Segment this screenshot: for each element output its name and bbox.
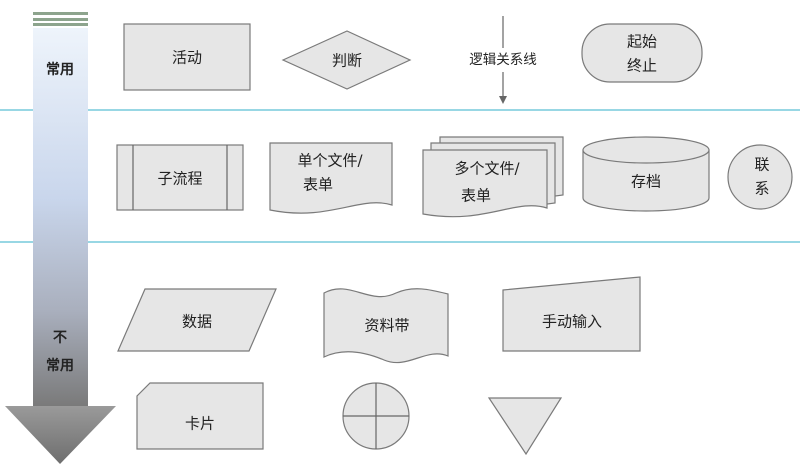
connector-label-1: 联: [754, 156, 769, 174]
shape-summing-junction: [342, 382, 410, 450]
frequency-arrow: [5, 12, 116, 464]
shape-merge-triangle: [487, 397, 563, 456]
label-uncommon-2: 常用: [46, 357, 74, 374]
shape-manual-input: 手动输入: [502, 276, 641, 352]
shape-connector: 联 系: [727, 144, 793, 210]
label-uncommon-1: 不: [53, 330, 67, 346]
card-label: 卡片: [185, 415, 215, 433]
archive-label: 存档: [631, 173, 661, 191]
shape-terminal: 起始 终止: [581, 23, 703, 83]
connector-label-2: 系: [754, 180, 769, 198]
label-common: 常用: [46, 61, 74, 78]
shape-decision: 判断: [281, 30, 412, 90]
shape-punched-tape: 资料带: [323, 288, 449, 364]
subprocess-label: 子流程: [157, 170, 202, 188]
multi-doc-label-2: 表单: [461, 187, 491, 205]
shape-archive: 存档: [582, 136, 710, 212]
multi-doc-label-1: 多个文件/: [454, 160, 520, 178]
shape-activity: 活动: [123, 23, 251, 91]
logic-relation-label: 逻辑关系线: [469, 52, 537, 68]
shape-logic-relation-line: 逻辑关系线: [469, 16, 537, 104]
terminal-label-end: 终止: [627, 57, 657, 75]
terminal-label-start: 起始: [627, 33, 657, 51]
single-doc-label-2: 表单: [303, 176, 333, 194]
shape-single-document: 单个文件/ 表单: [269, 142, 393, 214]
tape-label: 资料带: [364, 317, 409, 335]
decision-label: 判断: [332, 52, 362, 70]
shape-multiple-documents: 多个文件/ 表单: [422, 136, 564, 218]
single-doc-label-1: 单个文件/: [297, 152, 363, 170]
data-label: 数据: [182, 313, 212, 331]
manual-input-label: 手动输入: [542, 313, 602, 331]
shape-card: 卡片: [136, 382, 264, 450]
shape-subprocess: 子流程: [116, 144, 244, 211]
activity-label: 活动: [172, 49, 202, 67]
shape-data: 数据: [117, 288, 277, 352]
